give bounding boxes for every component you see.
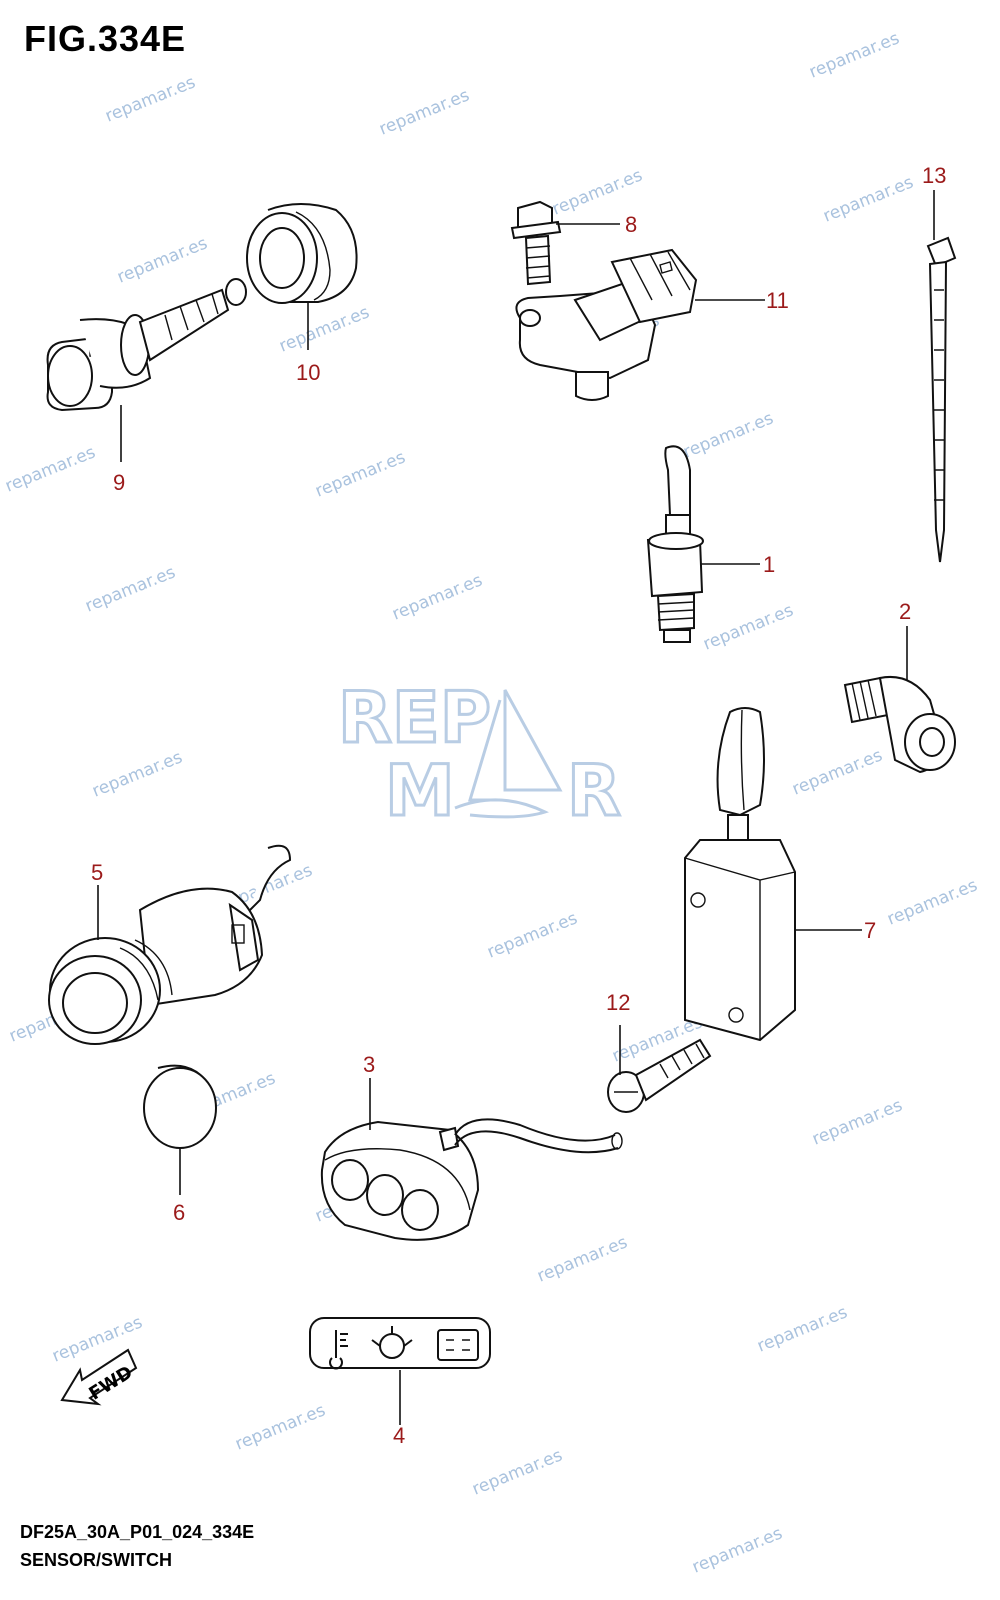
watermark: repamar.es <box>389 570 485 624</box>
figure-title: FIG.334E <box>24 18 187 59</box>
watermark: repamar.es <box>276 302 372 356</box>
callout-5: 5 <box>91 860 103 885</box>
watermark: repamar.es <box>82 562 178 616</box>
watermark: repamar.es <box>102 72 198 126</box>
callout-6: 6 <box>173 1200 185 1225</box>
figure-name: SENSOR/SWITCH <box>20 1550 173 1570</box>
callout-3: 3 <box>363 1052 375 1077</box>
watermark: repamar.es <box>484 908 580 962</box>
temperature-icon <box>329 1330 348 1370</box>
watermark: repamar.es <box>2 442 98 496</box>
watermark: repamar.es <box>376 85 472 139</box>
logo-text-bottom: M <box>385 750 455 832</box>
callout-9: 9 <box>113 470 125 495</box>
part-11-map-sensor <box>515 248 698 401</box>
callout-12: 12 <box>606 990 630 1015</box>
callout-2: 2 <box>899 599 911 624</box>
callout-7: 7 <box>864 918 876 943</box>
part-12-screw <box>607 1038 712 1113</box>
part-7-neutral-switch <box>684 707 796 1042</box>
watermark: repamar.es <box>469 1445 565 1499</box>
watermark: repamar.es <box>232 1400 328 1454</box>
part-8-bolt <box>510 200 562 286</box>
callout-10: 10 <box>296 360 320 385</box>
part-2-pressure-switch <box>843 676 956 774</box>
watermark: repamar.es <box>680 408 776 462</box>
logo-text-bottom-end: R <box>567 750 621 832</box>
watermark: repamar.es <box>820 172 916 226</box>
watermark: repamar.es <box>884 875 980 929</box>
watermark: repamar.es <box>700 600 796 654</box>
part-13-cable-tie <box>926 236 957 563</box>
watermark: repamar.es <box>114 233 210 287</box>
repamar-logo: REP M R <box>337 676 623 834</box>
logo-text-top: REP <box>338 677 491 759</box>
watermark: repamar.es <box>806 28 902 82</box>
part-5-connector-housing <box>48 844 292 1045</box>
watermark: repamar.es <box>89 747 185 801</box>
part-9-sensor <box>46 278 247 412</box>
charge-icon <box>437 1329 479 1361</box>
callout-4: 4 <box>393 1423 405 1448</box>
watermark: repamar.es <box>689 1523 785 1577</box>
watermark: repamar.es <box>789 745 885 799</box>
callout-11: 11 <box>766 288 789 313</box>
watermarks: repamar.es repamar.es repamar.es repamar… <box>2 28 980 1577</box>
callout-13: 13 <box>922 163 946 188</box>
callout-1: 1 <box>763 552 775 577</box>
part-10-grommet <box>246 203 358 304</box>
part-6-cap <box>143 1064 217 1149</box>
part-3-sensor-bracket <box>320 1118 623 1241</box>
watermark: repamar.es <box>534 1232 630 1286</box>
figure-code: DF25A_30A_P01_024_334E <box>20 1522 255 1542</box>
part-1-temperature-sensor <box>646 445 704 643</box>
wave-icon <box>454 798 550 819</box>
watermark: repamar.es <box>312 447 408 501</box>
part-4-indicator-label <box>309 1317 491 1370</box>
callout-8: 8 <box>625 212 637 237</box>
watermark: repamar.es <box>809 1095 905 1149</box>
watermark: repamar.es <box>754 1302 850 1356</box>
